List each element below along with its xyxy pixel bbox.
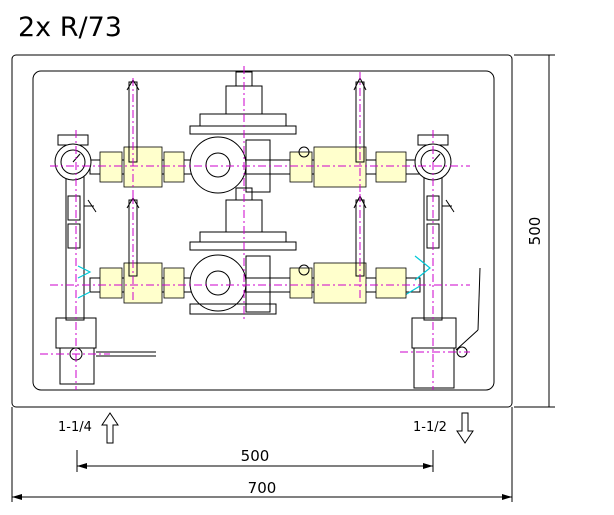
needle-valve-right [426,195,455,249]
width-dimension: 700 [12,479,512,500]
arrow-down-icon [456,412,474,444]
inlet-spacing-label: 500 [241,447,270,465]
cabinet-inner-panel [32,70,495,391]
width-label: 700 [248,479,277,497]
pressure-gauge-top-left [54,134,92,181]
inlet-spacing-dimension: 500 [77,447,433,469]
pressure-regulator-bottom [189,187,297,315]
inlet-ball-valve [55,317,156,385]
outlet-size-label: 1-1/2 [413,420,447,435]
pipework-assembly [54,71,481,389]
centerlines [40,66,470,390]
drawing-title: 2x R/73 [18,12,122,43]
height-dimension: 500 [514,54,555,408]
height-dimension-label: 500 [526,217,544,246]
needle-valve-left [67,195,97,249]
outlet-ball-valve [411,267,481,389]
cabinet-outer-frame [11,54,513,408]
pressure-regulator-top [189,71,297,194]
arrow-up-icon [101,412,119,444]
inlet-size-label: 1-1/4 [58,420,92,435]
